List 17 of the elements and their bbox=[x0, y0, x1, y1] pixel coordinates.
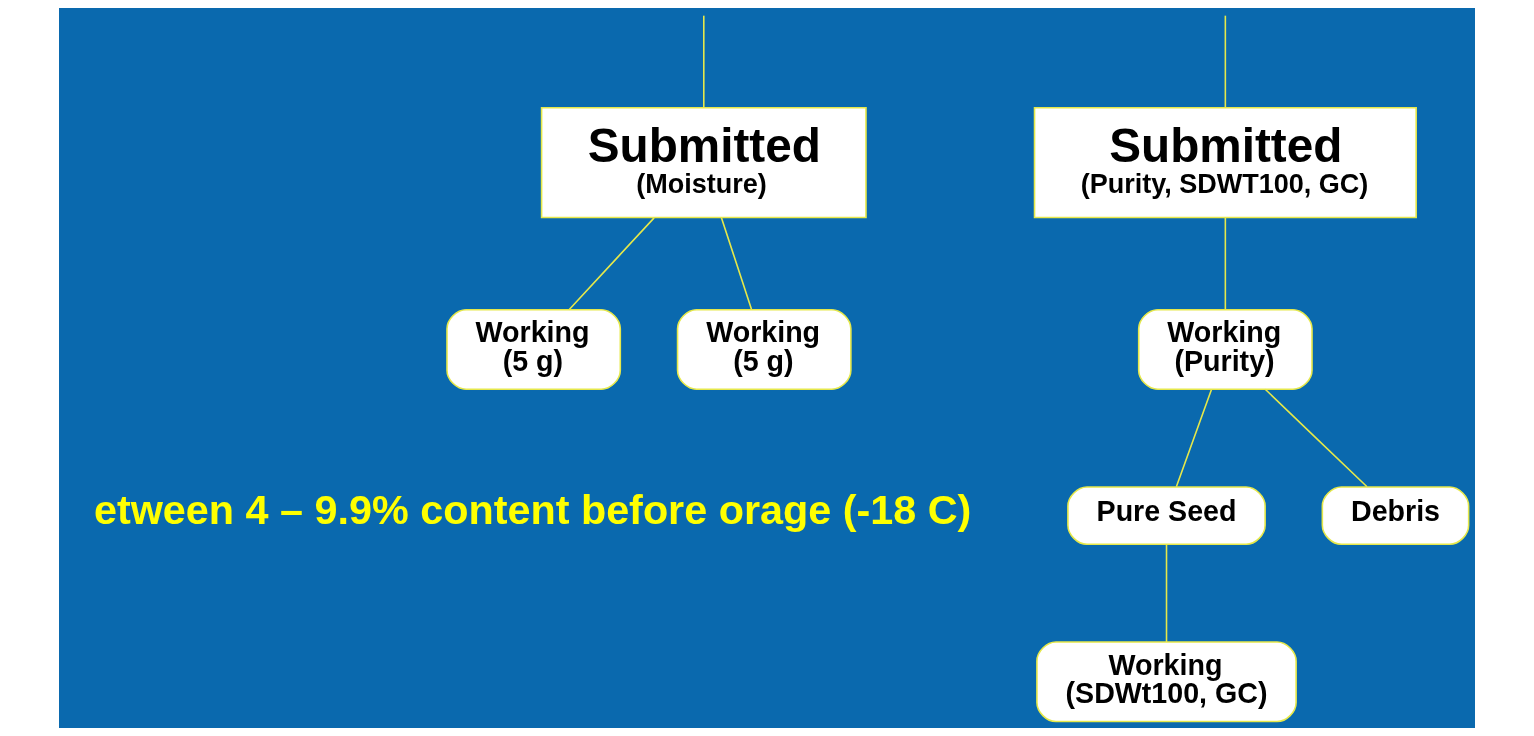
connector bbox=[1264, 388, 1368, 488]
node-box: Pure Seed bbox=[1067, 486, 1266, 546]
connector bbox=[703, 14, 705, 109]
node-box: Working (5 g) bbox=[676, 308, 852, 391]
connector bbox=[568, 217, 655, 311]
connector bbox=[1224, 14, 1227, 109]
label: etween 4 – 9.9% content before orage (-18 C) bbox=[93, 487, 972, 534]
connector bbox=[720, 217, 753, 311]
connector bbox=[1175, 388, 1213, 488]
node-box: Working (5 g) bbox=[446, 308, 622, 391]
node-box: Submitted (Purity, SDWT100, GC) bbox=[1033, 107, 1417, 219]
connector bbox=[1224, 217, 1227, 311]
node-box: Submitted (Moisture) bbox=[540, 107, 867, 219]
node-box: Working (Purity) bbox=[1137, 308, 1313, 391]
connector bbox=[1165, 544, 1168, 643]
node-box: Working (SDWt100, GC) bbox=[1036, 641, 1297, 723]
node-box: Debris bbox=[1321, 486, 1470, 546]
